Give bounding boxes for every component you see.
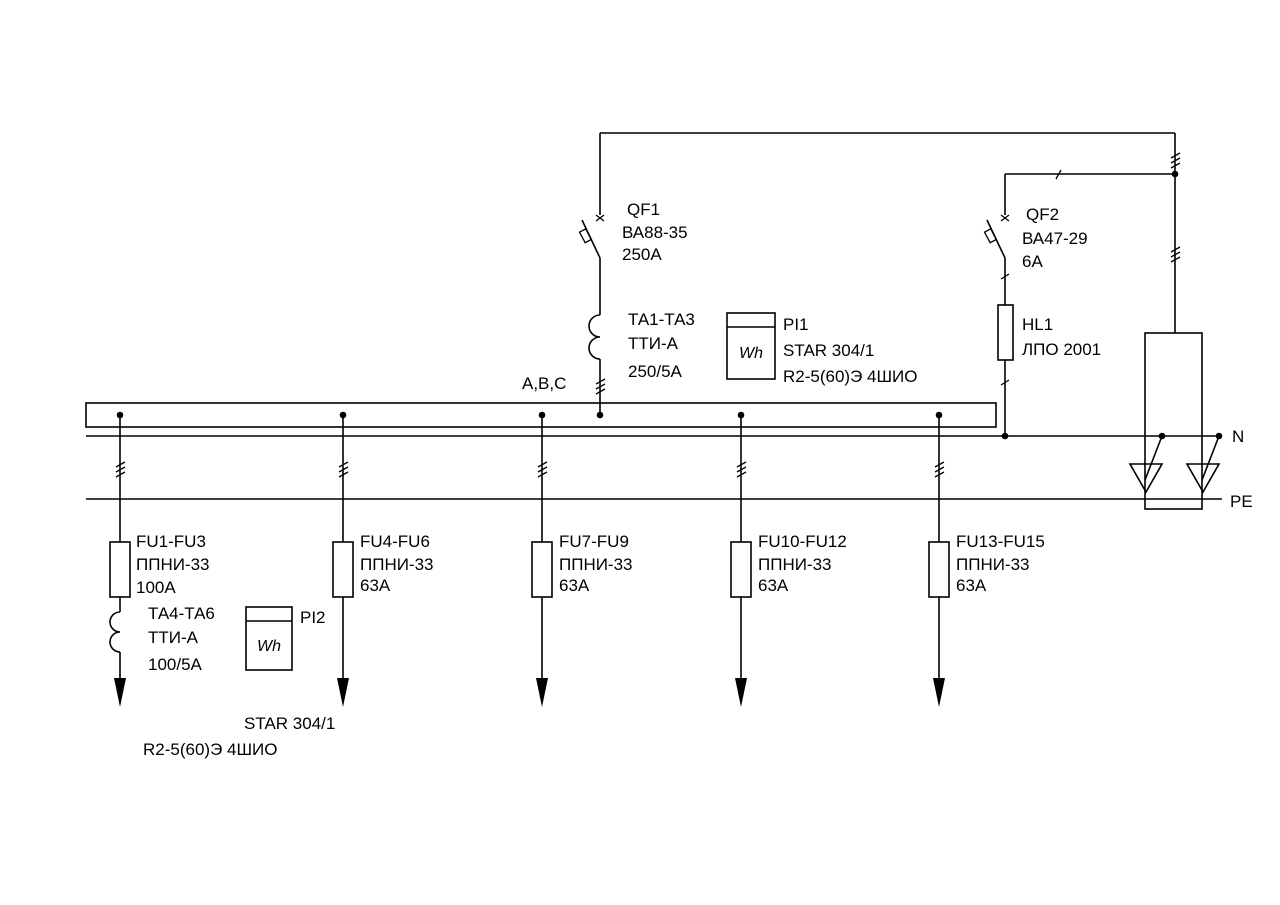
ta4-ratio: 100/5А: [148, 655, 203, 674]
feeder-1-type: ППНИ-33: [136, 555, 210, 574]
qf1-tag: QF1: [627, 200, 660, 219]
feeder-1-tag: FU1-FU3: [136, 532, 206, 551]
pi2-spec: R2-5(60)Э 4ШИО: [143, 740, 278, 759]
qf2-breaker-symbol: [983, 214, 1010, 259]
ta1-tag: ТА1-ТА3: [628, 310, 695, 329]
pi2-meter: Wh: [245, 606, 293, 671]
feeder-2-tag: FU4-FU6: [360, 532, 430, 551]
feeders: [109, 411, 950, 707]
feeder-3-type: ППНИ-33: [559, 555, 633, 574]
hl1-type: ЛПО 2001: [1022, 340, 1101, 359]
qf1-rating: 250А: [622, 245, 662, 264]
qf2-type: ВА47-29: [1022, 229, 1088, 248]
feeder-1-arrow: [114, 678, 126, 707]
feeder-2: [332, 411, 354, 707]
feeder-5-arrow: [933, 678, 945, 707]
feeder-2-rating: 63А: [360, 576, 391, 595]
pi2-model: STAR 304/1: [244, 714, 335, 733]
feeder-2-type: ППНИ-33: [360, 555, 434, 574]
feeder-4-fuse-symbol: [730, 541, 752, 598]
ta1-type: ТТИ-А: [628, 334, 679, 353]
feeder-3-fuse-symbol: [531, 541, 553, 598]
pi1-meter: Wh: [726, 312, 776, 380]
feeder-4-tag: FU10-FU12: [758, 532, 847, 551]
pi2-wh-symbol: Wh: [257, 638, 281, 655]
pi1-wh-symbol: Wh: [739, 345, 763, 362]
feeder-3-tag: FU7-FU9: [559, 532, 629, 551]
main-busbar: [85, 402, 997, 428]
pi1-tag: PI1: [783, 315, 809, 334]
feeder-5-fuse-symbol: [928, 541, 950, 598]
qf1-type: ВА88-35: [622, 223, 688, 242]
hl1-lamp-symbol: [997, 304, 1014, 361]
ta4-type: ТТИ-А: [148, 628, 199, 647]
busbar-phases-label: A,B,C: [522, 374, 566, 393]
qf2-tag: QF2: [1026, 205, 1059, 224]
ta4-ct-symbol: [109, 611, 121, 653]
feeder-5: [928, 411, 950, 707]
feeder-1-fuse-symbol: [109, 541, 131, 598]
pe-bus-label: PE: [1230, 492, 1253, 511]
feeder-4: [730, 411, 752, 707]
hl1-tag: HL1: [1022, 315, 1053, 334]
n-bus-label: N: [1232, 427, 1244, 446]
feeder-4-type: ППНИ-33: [758, 555, 832, 574]
feeder-1: [109, 411, 131, 707]
ta1-ct-symbol: [588, 314, 606, 415]
surge-arrester-block: [1128, 332, 1223, 510]
feeder-3-rating: 63А: [559, 576, 590, 595]
ta1-ratio: 250/5А: [628, 362, 683, 381]
lamp-circuit: [983, 133, 1181, 440]
feeder-5-rating: 63А: [956, 576, 987, 595]
pi1-spec: R2-5(60)Э 4ШИО: [783, 367, 918, 386]
feeder-4-arrow: [735, 678, 747, 707]
feeder-5-tag: FU13-FU15: [956, 532, 1045, 551]
feeder-5-type: ППНИ-33: [956, 555, 1030, 574]
input-circuit: [578, 132, 1175, 419]
pi1-model: STAR 304/1: [783, 341, 874, 360]
qf1-breaker-symbol: [578, 214, 605, 315]
feeder-3: [531, 411, 553, 707]
feeder-3-arrow: [536, 678, 548, 707]
feeder-2-fuse-symbol: [332, 541, 354, 598]
pi2-tag: PI2: [300, 608, 326, 627]
feeder-1-rating: 100А: [136, 578, 176, 597]
ta4-tag: ТА4-ТА6: [148, 604, 215, 623]
feeder-4-rating: 63А: [758, 576, 789, 595]
qf2-rating: 6А: [1022, 252, 1043, 271]
feeder-2-arrow: [337, 678, 349, 707]
